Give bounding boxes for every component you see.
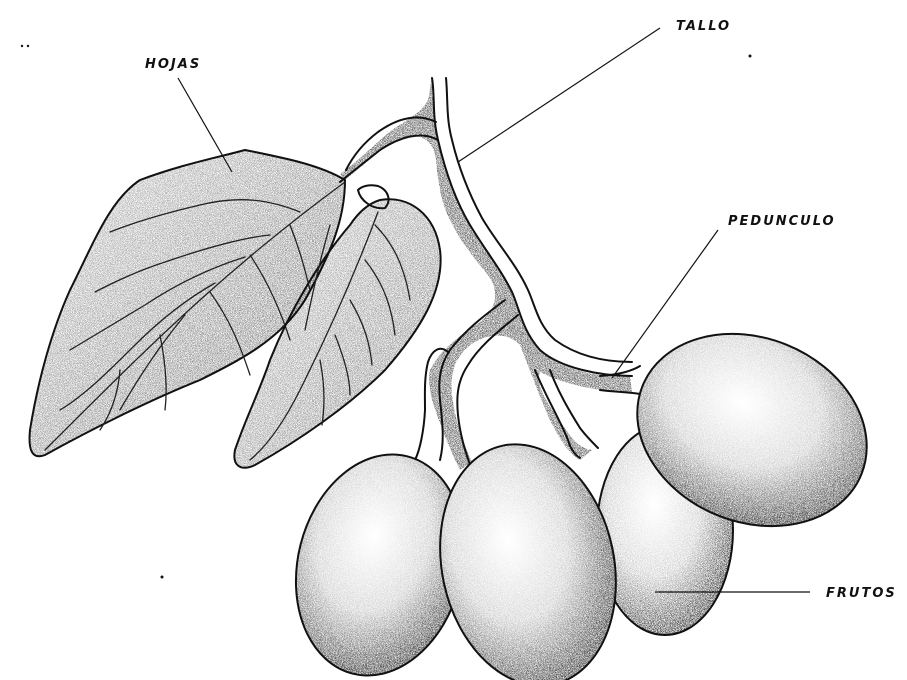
- label-tallo: TALLO: [676, 19, 731, 34]
- label-frutos: FRUTOS: [826, 586, 897, 601]
- leaves-group: [30, 150, 441, 468]
- leader-line-hojas: [178, 78, 232, 172]
- leader-line-tallo: [458, 28, 660, 162]
- speck-dot: [749, 55, 752, 58]
- speck-dot: [161, 576, 164, 579]
- label-hojas: HOJAS: [145, 57, 201, 72]
- speck-dot: [21, 45, 23, 47]
- speck-dot: [27, 45, 29, 47]
- fruit-center: [419, 428, 638, 680]
- label-pedunculo: PEDUNCULO: [728, 214, 836, 229]
